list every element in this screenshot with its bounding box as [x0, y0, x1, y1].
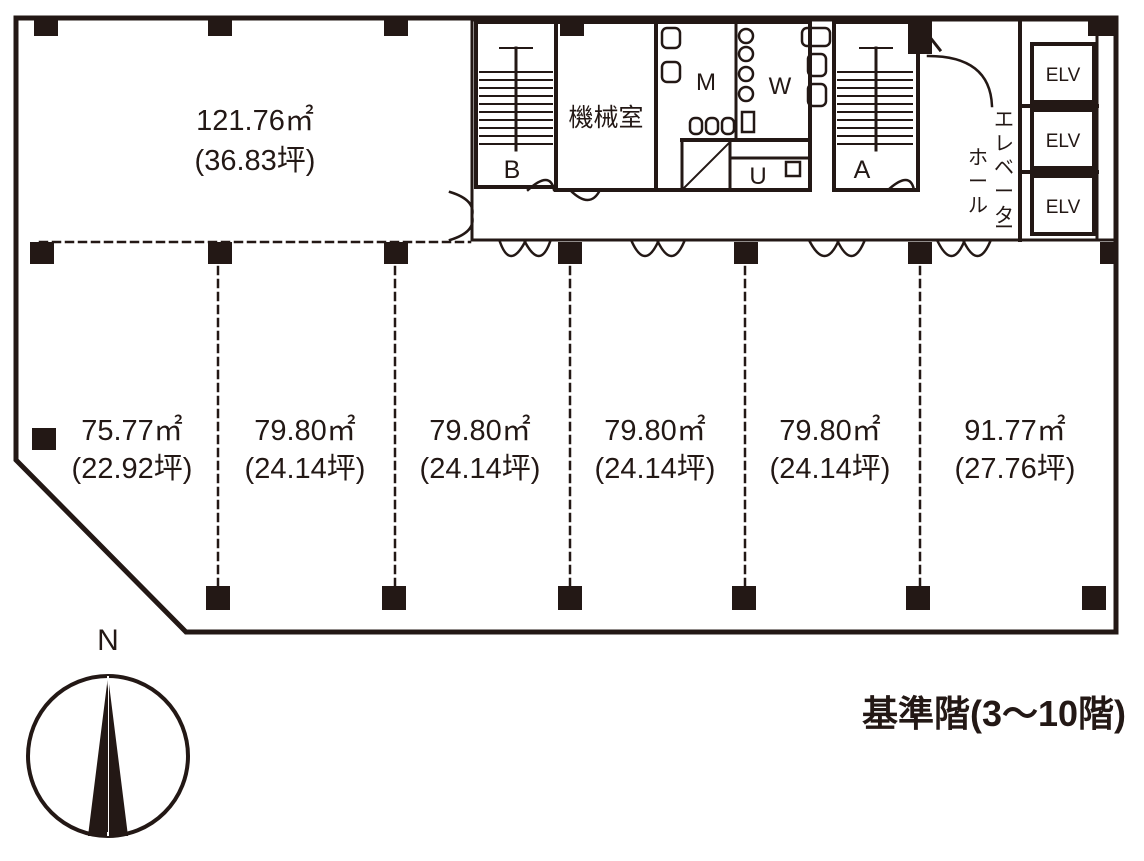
unit-north-area: 121.76㎡ — [196, 104, 314, 137]
unit-6-tsubo: (27.76坪) — [955, 452, 1076, 485]
unit-north-tsubo: (36.83坪) — [195, 144, 316, 177]
unit-3-area: 79.80㎡ — [429, 414, 531, 447]
svg-text:エ: エ — [994, 109, 1014, 131]
toilet-w-label: W — [769, 73, 792, 100]
unit-4-tsubo: (24.14坪) — [595, 452, 716, 485]
svg-text:ー: ー — [994, 181, 1014, 203]
svg-text:ー: ー — [968, 171, 988, 193]
svg-text:ル: ル — [968, 195, 988, 217]
floor-title: 基準階(3〜10階) — [862, 693, 1126, 734]
elevator-shaft-2 — [1030, 108, 1096, 170]
unit-5-area: 79.80㎡ — [779, 414, 881, 447]
unit-1-area: 75.77㎡ — [81, 414, 183, 447]
toilet-u-label: U — [749, 163, 766, 190]
elevator-1-label: ELV — [1046, 65, 1081, 86]
north-label: N — [97, 624, 119, 657]
unit-1-tsubo: (22.92坪) — [72, 452, 193, 485]
svg-text:タ: タ — [994, 204, 1014, 227]
unit-5-tsubo: (24.14坪) — [770, 452, 891, 485]
north-arrow-icon — [26, 674, 190, 838]
stair-a-label: A — [854, 156, 871, 184]
unit-3-tsubo: (24.14坪) — [420, 452, 541, 485]
toilet-fixtures — [660, 26, 832, 178]
unit-6-area: 91.77㎡ — [964, 414, 1066, 447]
unit-2-area: 79.80㎡ — [254, 414, 356, 447]
svg-text:ベ: ベ — [994, 157, 1014, 179]
unit-2-tsubo: (24.14坪) — [245, 452, 366, 485]
stair-b-label: B — [504, 156, 521, 184]
elevator-3-label: ELV — [1046, 197, 1081, 218]
elevator-shaft-1 — [1030, 42, 1096, 104]
outer-wall — [13, 15, 1119, 635]
svg-text:ー: ー — [994, 217, 1014, 239]
elevator-2-label: ELV — [1046, 131, 1081, 152]
structural-columns — [30, 18, 1116, 610]
stair-a — [832, 20, 920, 192]
svg-text:ホ: ホ — [968, 147, 988, 169]
elevator-hall-label: エ レ ベ ー タ ー ホ ー ル — [968, 109, 1014, 239]
unit-4-area: 79.80㎡ — [604, 414, 706, 447]
elevator-shaft-3 — [1030, 174, 1096, 236]
machine-room-label: 機械室 — [568, 104, 643, 132]
svg-text:レ: レ — [994, 133, 1014, 155]
toilet-m-label: M — [696, 69, 716, 96]
